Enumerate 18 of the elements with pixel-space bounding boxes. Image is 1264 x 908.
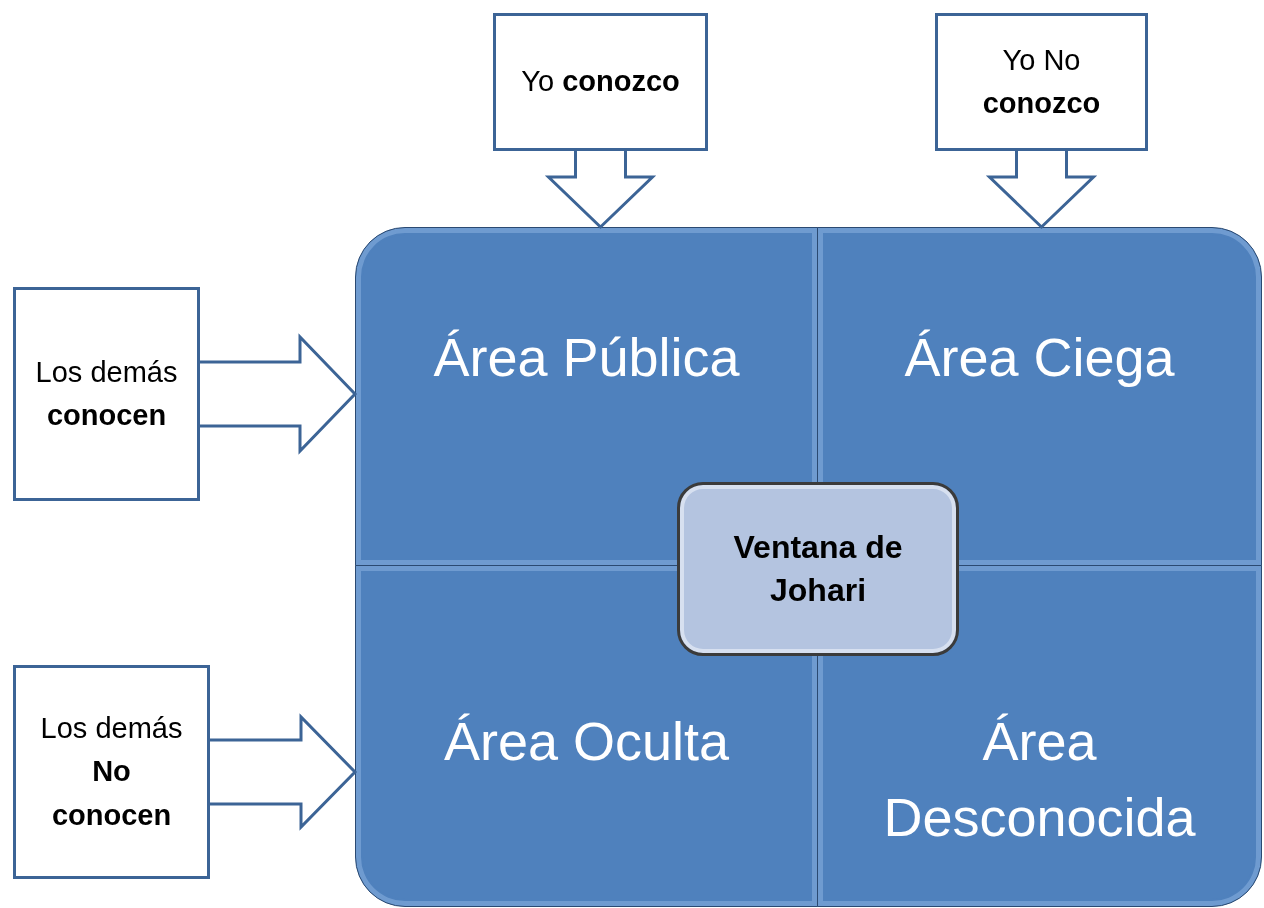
center-badge	[677, 482, 959, 656]
callout-label: Los demás No conocen	[39, 710, 184, 833]
center-title: Ventana de Johari	[732, 527, 904, 610]
callout-label: Los demás conocen	[34, 354, 179, 433]
block-arrow	[985, 149, 1098, 230]
callout-box	[13, 287, 200, 501]
callout-box	[493, 13, 708, 151]
callout-box	[13, 665, 210, 879]
callout-label: Yo conozco	[521, 64, 680, 100]
block-arrow	[198, 333, 358, 455]
block-arrow	[544, 149, 657, 230]
callout-box	[935, 13, 1148, 151]
callout-label: Yo No conozco	[981, 42, 1102, 121]
block-arrow	[208, 713, 358, 831]
quadrant-title: Área Pública	[433, 326, 740, 389]
quadrant-title: Área Desconocida	[882, 710, 1197, 849]
quadrant-title: Área Ciega	[904, 326, 1175, 389]
quadrant-title: Área Oculta	[443, 710, 730, 773]
